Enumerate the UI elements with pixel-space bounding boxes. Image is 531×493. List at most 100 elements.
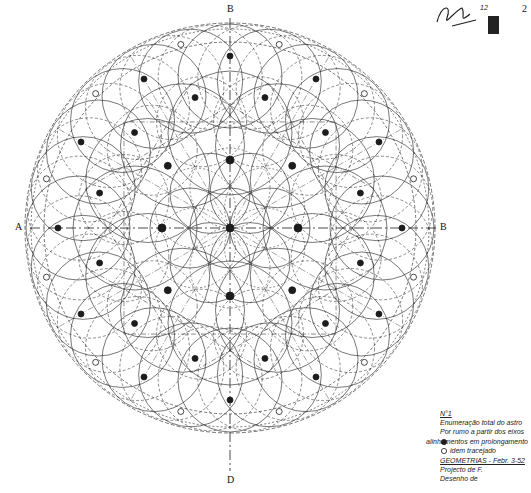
filled-dot [78,311,84,317]
filled-dot [226,156,234,164]
outer-dashed-circle [318,234,422,338]
filled-dot [226,224,234,232]
outer-dashed-circle [158,327,262,431]
outer-circle [217,29,321,133]
filled-dot [357,190,363,196]
outer-circle [31,137,135,241]
radial-line [238,55,331,215]
filled-dot [132,130,138,136]
signature [437,8,476,26]
legend-swatch [441,448,446,453]
outer-circle [31,215,135,319]
filled-dot [376,139,382,145]
open-dot [411,274,417,280]
filled-dot [262,95,268,101]
middle-dashed-circle [79,155,169,245]
outer-dashed-circle [158,25,262,129]
filled-dot [132,320,138,326]
legend-text: alinhamentos em prolongamento [426,438,528,446]
filled-dot [262,355,268,361]
outer-dashed-circle [198,25,302,129]
outer-circle [217,323,321,427]
axis-letter: B [226,3,235,14]
outer-circle [285,283,389,387]
outer-dashed-circle [236,316,340,420]
note-text: Enumeração total do astro [440,419,522,427]
radial-line [238,241,331,401]
axis-letter: B [439,221,448,232]
filled-dot [192,95,198,101]
open-dot [361,359,367,365]
open-dot [276,409,282,415]
outer-circle [71,69,175,173]
filled-dot [55,225,61,231]
outer-dashed-circle [318,118,422,222]
open-dot [178,41,184,47]
note-text: 12 [480,4,488,12]
filled-dot [97,260,103,266]
filled-dot [227,53,233,59]
outer-dashed-circle [120,316,224,420]
filled-dot [294,224,302,232]
filled-dot [376,311,382,317]
radial-line [57,128,217,221]
filled-dot [322,320,328,326]
filled-dot [192,355,198,361]
open-dot [178,409,184,415]
axis-letter: A [14,221,23,232]
radial-line [130,241,223,401]
axis-letter: D [226,474,235,485]
outer-circle [71,283,175,387]
outer-dashed-circle [236,36,340,140]
filled-dot [97,190,103,196]
filled-dot [357,260,363,266]
filled-dot [289,162,296,169]
outer-dashed-circle [85,297,189,401]
outer-circle [325,137,429,241]
radial-line [130,55,223,215]
outer-dashed-circle [38,234,142,338]
note-text: Projecto de F. [440,466,483,474]
outer-dashed-circle [38,118,142,222]
outer-circle [325,215,429,319]
outer-dashed-circle [57,269,161,373]
open-dot [361,91,367,97]
note-text: Por rumo a partir dos eixos [440,428,524,436]
open-dot [43,176,49,182]
outer-dashed-circle [27,196,131,300]
filled-dot [289,287,296,294]
legend-text: idem tracejado [450,447,496,455]
filled-dot [313,374,319,380]
open-dot [93,359,99,365]
filled-dot [78,139,84,145]
axis-letter: 2 [521,3,528,14]
open-dot [276,41,282,47]
radial-line [243,128,403,221]
filled-dot [141,76,147,82]
filled-dot [227,397,233,403]
outer-dashed-circle [120,36,224,140]
outer-circle [285,69,389,173]
open-dot [43,274,49,280]
outer-dashed-circle [271,55,375,159]
outer-dashed-circle [299,269,403,373]
outer-circle [139,323,243,427]
filled-dot [164,162,171,169]
outer-circle [26,176,130,280]
outer-dashed-circle [57,83,161,187]
note-text: N°1 [440,410,452,418]
outer-dashed-circle [271,297,375,401]
radial-line [57,236,217,329]
note-text: Desenho de [440,475,478,483]
note-text: GEOMETRIAS - Febr. 3-52 [440,457,525,465]
filled-dot [158,224,166,232]
filled-dot [226,292,234,300]
open-dot [411,176,417,182]
middle-dashed-circle [107,105,197,195]
filled-dot [141,374,147,380]
filled-dot [399,225,405,231]
filled-dot [322,130,328,136]
open-dot [93,91,99,97]
filled-dot [313,76,319,82]
outer-dashed-circle [299,83,403,187]
